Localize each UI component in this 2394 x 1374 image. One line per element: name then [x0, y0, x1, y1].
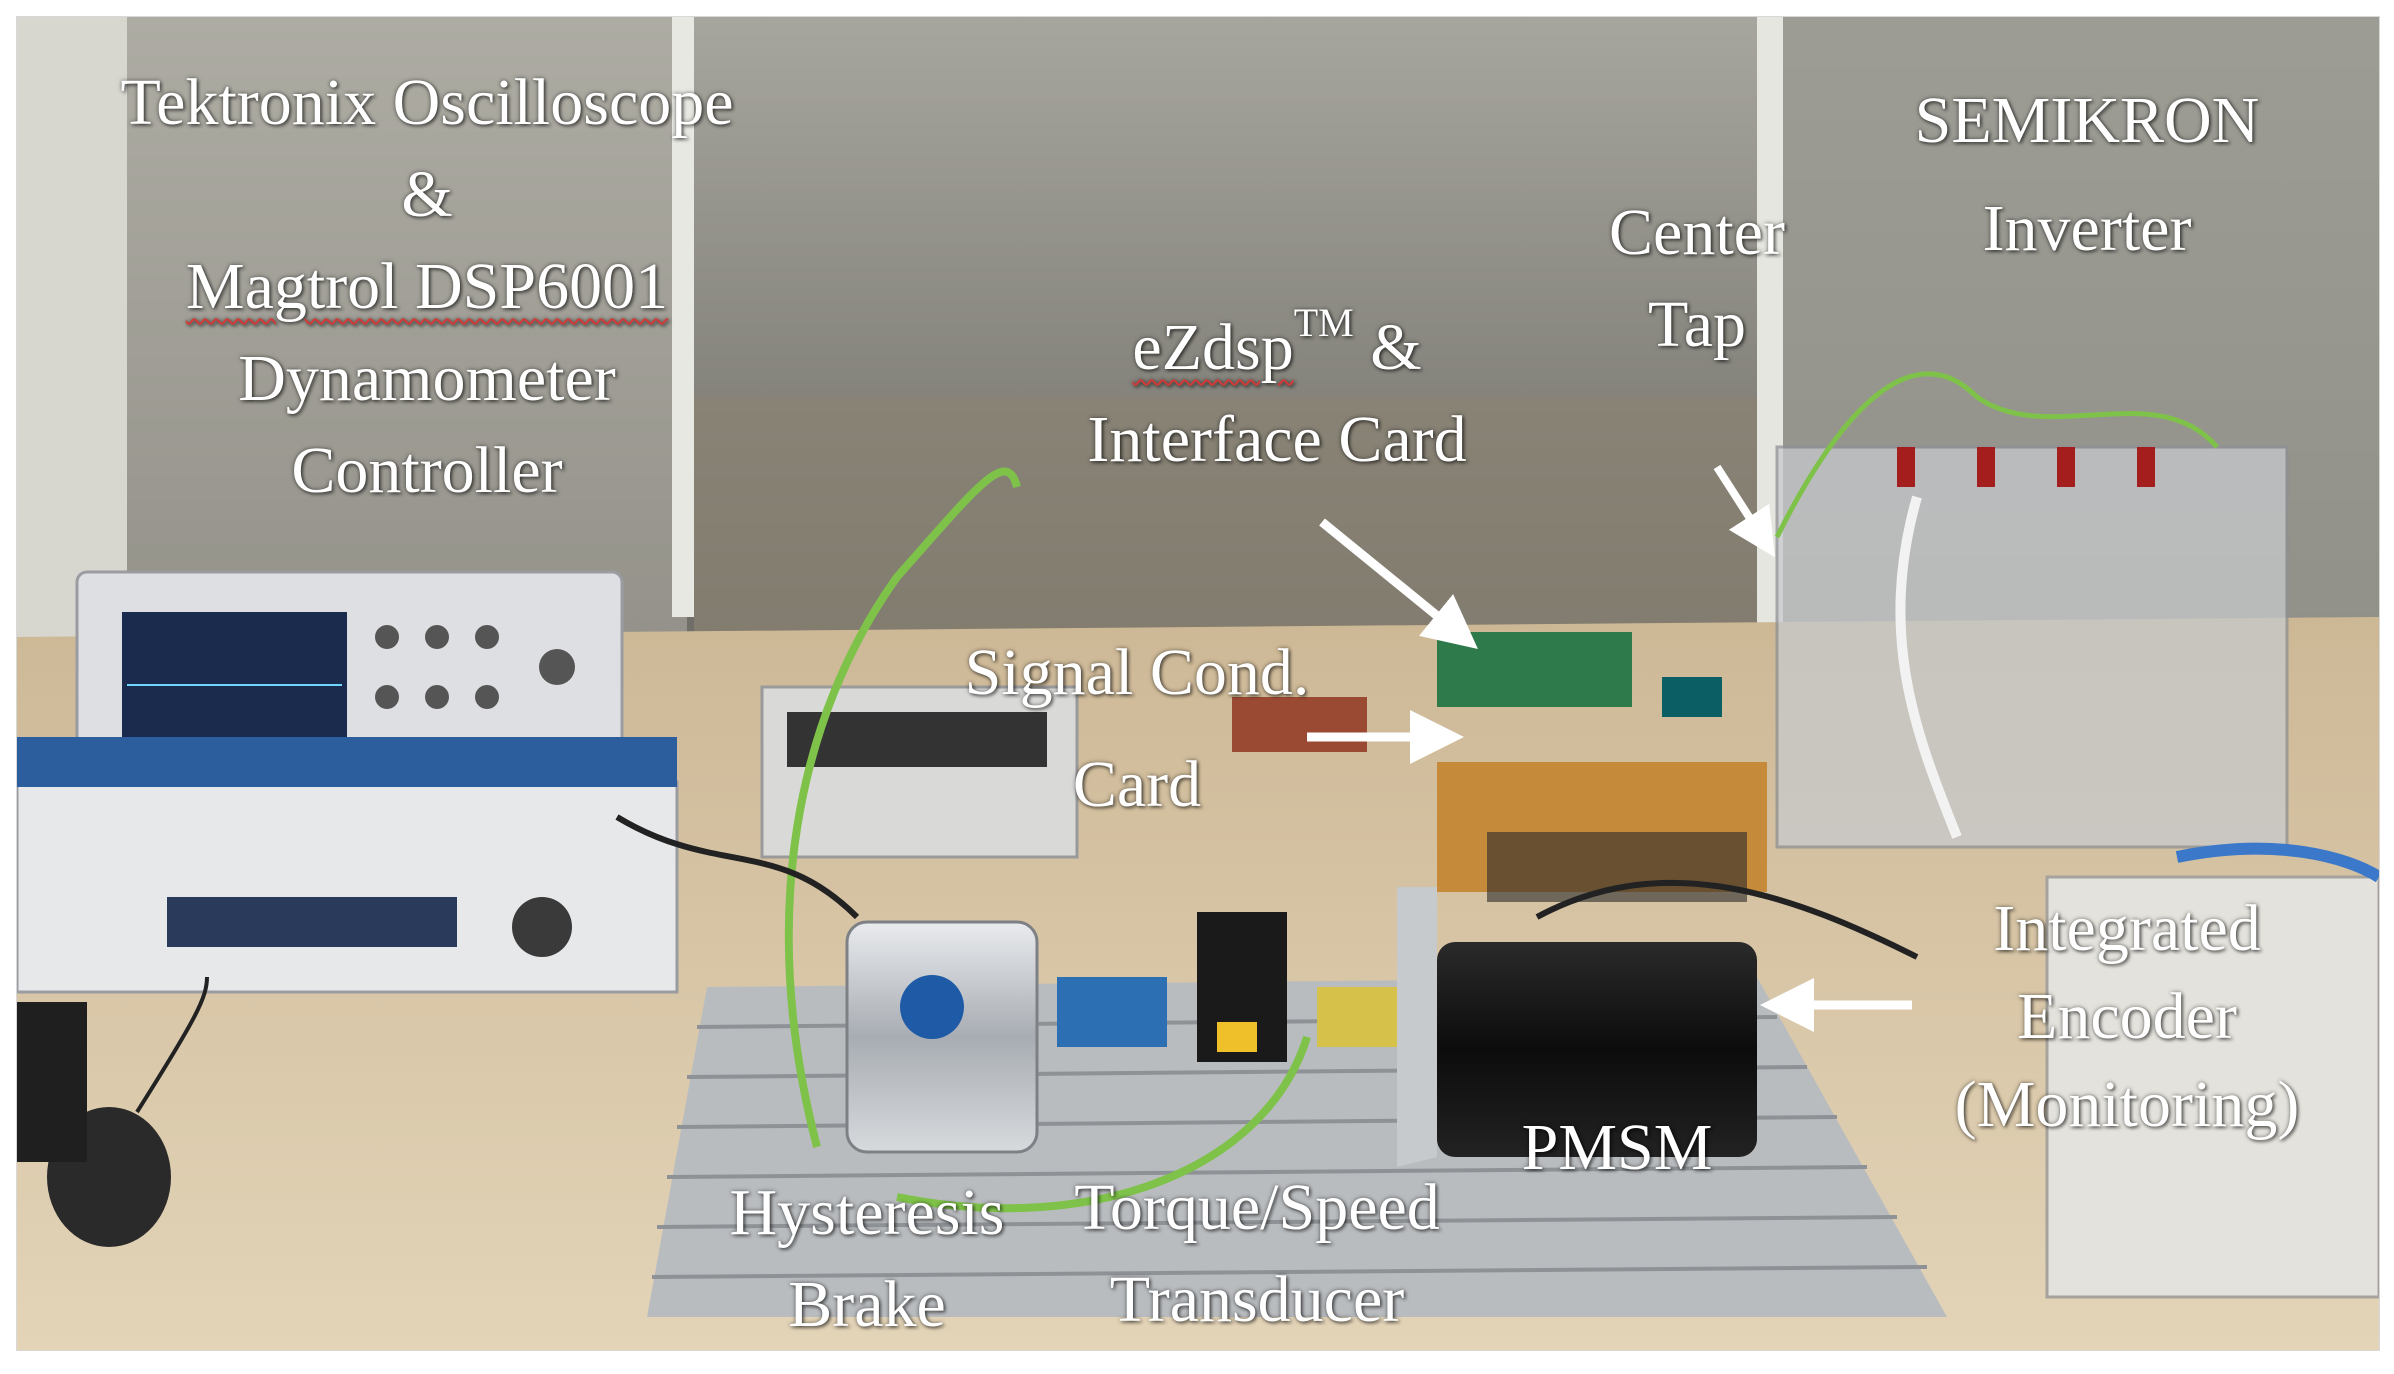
label-line: Dynamometer: [238, 342, 616, 415]
pmsm-motor: [1437, 942, 1757, 1157]
label-line: SEMIKRON: [1914, 84, 2260, 157]
mouse-cable: [135, 976, 209, 1114]
label-line: Tektronix Oscilloscope: [120, 66, 734, 139]
scene-illustration: [17, 17, 2379, 1350]
green-cable-2: [896, 1035, 1311, 1213]
rotary-switch: [1662, 677, 1722, 717]
green-cable-3: [1774, 371, 2219, 539]
inverter-terminals: [1897, 447, 2155, 487]
label-line: Transducer: [1109, 1263, 1405, 1336]
green-cable-1: [784, 467, 1021, 1149]
label-line: Card: [1072, 748, 1202, 821]
controller-top: [17, 737, 677, 787]
label-ezdsp: eZdspTM & Interface Card: [1067, 287, 1487, 486]
dynamometer-controller: [17, 780, 679, 994]
label-line: Controller: [291, 434, 563, 507]
semikron-inverter: [1775, 445, 2289, 849]
label-line: Center: [1609, 196, 1785, 269]
blue-coupling: [1057, 977, 1167, 1047]
label-line: PMSM: [1521, 1111, 1713, 1184]
label-ezdsp-name: eZdsp: [1132, 311, 1294, 384]
label-signal-cond: Signal Cond. Card: [917, 617, 1357, 841]
label-oscilloscope-controller: Tektronix Oscilloscope & Magtrol DSP6001…: [47, 57, 807, 517]
black-cable-2: [1535, 879, 1919, 960]
label-line: Inverter: [1982, 192, 2192, 265]
label-line: &: [401, 158, 453, 231]
trademark-sup: TM: [1293, 300, 1354, 345]
arrow-to-ezdsp: [1319, 518, 1478, 650]
label-line: eZdspTM &: [1067, 287, 1487, 394]
label-line: Signal Cond.: [964, 636, 1310, 709]
label-line: Integrated: [1993, 892, 2261, 965]
window-frame-left: [672, 17, 694, 617]
label-center-tap: Center Tap: [1577, 187, 1817, 371]
signal-conditioning-board: [1232, 697, 1367, 752]
label-pmsm: PMSM: [1497, 1102, 1737, 1194]
door-panel: [127, 17, 687, 637]
label-line: Magtrol DSP6001: [185, 250, 669, 323]
blue-cable: [2175, 842, 2379, 883]
arrow-to-center-tap: [1713, 464, 1775, 558]
power-supply-display: [787, 712, 1047, 767]
white-cable: [1895, 495, 1962, 839]
label-line: Torque/Speed: [1074, 1171, 1440, 1244]
label-brake: Hysteresis Brake: [697, 1167, 1037, 1350]
label-inverter: SEMIKRON Inverter: [1887, 67, 2287, 283]
ezdsp-board: [1437, 632, 1632, 707]
black-cable-1: [615, 814, 860, 920]
controller-knob: [512, 897, 572, 957]
warning-sticker: [1217, 1022, 1257, 1052]
label-line: (Monitoring): [1954, 1068, 2300, 1141]
controller-display: [167, 897, 457, 947]
bench-power-supply: [2045, 875, 2379, 1299]
keyboard-edge: [17, 1002, 87, 1162]
lab-setup-photo: Tektronix Oscilloscope & Magtrol DSP6001…: [16, 16, 2380, 1351]
motor-mount: [1397, 887, 1437, 1167]
label-line: Encoder: [2017, 980, 2237, 1053]
ear-protection-sign: [900, 975, 964, 1039]
interface-connectors: [1487, 832, 1747, 902]
label-line: Brake: [788, 1268, 946, 1341]
label-transducer: Torque/Speed Transducer: [1037, 1162, 1477, 1346]
label-line: Hysteresis: [729, 1176, 1005, 1249]
label-line: Interface Card: [1087, 403, 1467, 476]
label-line: Tap: [1647, 288, 1746, 361]
label-ezdsp-amp: &: [1353, 311, 1422, 384]
oscilloscope-knobs: [375, 625, 575, 709]
label-encoder: Integrated Encoder (Monitoring): [1927, 885, 2327, 1149]
yellow-coupling: [1317, 987, 1397, 1047]
